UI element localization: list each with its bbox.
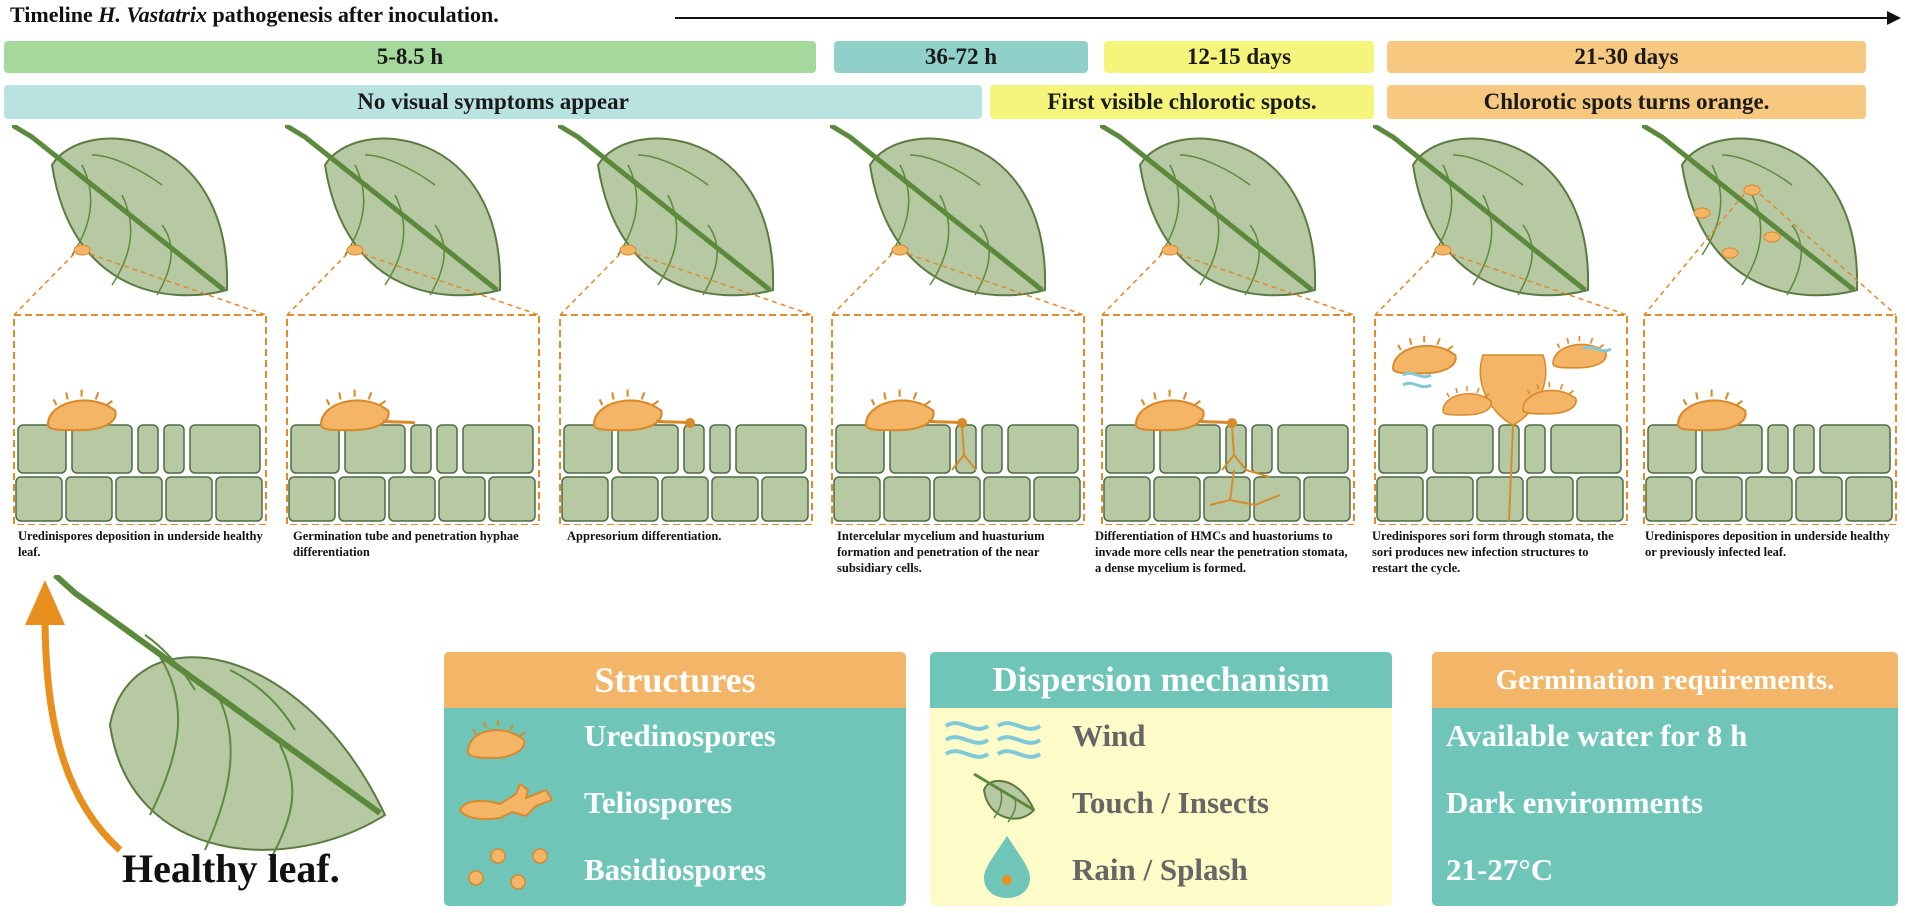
uredinospore-icon (466, 720, 526, 760)
dispersion-item-3: Rain / Splash (1072, 852, 1248, 887)
stage-panel-3 (558, 125, 813, 525)
dispersion-header: Dispersion mechanism (930, 652, 1392, 708)
germination-item-2: Dark environments (1446, 785, 1703, 820)
symptom-bar-3: Chlorotic spots turns orange. (1387, 85, 1866, 119)
healthy-leaf-label: Healthy leaf. (122, 846, 340, 891)
teliospore-icon (458, 782, 554, 820)
structures-header: Structures (444, 652, 906, 708)
stage-caption-2: Germination tube and penetration hyphae … (293, 529, 519, 559)
rain-drop-icon (984, 836, 1030, 898)
cycle-arrow (41, 614, 123, 853)
time-bar-4: 21-30 days (1387, 41, 1866, 73)
time-bar-3: 12-15 days (1104, 41, 1374, 73)
stage-caption-7: Uredinispores deposition in underside he… (1645, 529, 1890, 559)
healthy-leaf-illustration (25, 575, 387, 861)
title-species: H. Vastatrix (98, 2, 208, 27)
structures-item-2: Teliospores (584, 785, 733, 820)
dispersion-item-1: Wind (1072, 718, 1146, 753)
basidiospore-icon (468, 848, 548, 890)
timeline-title: Timeline H. Vastatrix pathogenesis after… (10, 2, 499, 28)
stage-caption-1: Uredinispores deposition in underside he… (18, 529, 263, 559)
title-suffix: pathogenesis after inoculation. (207, 2, 499, 27)
stage-caption-6: Uredinispores sori form through stomata,… (1372, 529, 1614, 575)
time-bar-1: 5-8.5 h (4, 41, 816, 73)
dispersion-item-2: Touch / Insects (1072, 785, 1269, 820)
stage-caption-5: Differentiation of HMCs and huastoriums … (1095, 529, 1348, 575)
healthy-leaf-blade (108, 656, 387, 851)
symptom-bar-2: First visible chlorotic spots. (990, 85, 1374, 119)
germination-item-1: Available water for 8 h (1446, 718, 1748, 753)
stage-panel-7 (1642, 125, 1897, 525)
germination-legend: Germination requirements. Available wate… (1432, 652, 1898, 906)
timeline-arrow (675, 11, 1901, 25)
time-bar-2: 36-72 h (834, 41, 1088, 73)
structures-item-1: Uredinospores (584, 718, 776, 753)
cycle-arrowhead (25, 580, 65, 625)
stage-panel-5 (1100, 125, 1355, 525)
structures-legend: Structures Uredinospores Teliospores Bas… (444, 652, 906, 906)
stage-panel-6 (1373, 125, 1628, 525)
germination-header: Germination requirements. (1432, 652, 1898, 708)
stage-panel-4 (830, 125, 1085, 525)
stage-caption-3: Appresorium differentiation. (567, 529, 722, 543)
symptom-bar-1: No visual symptoms appear (4, 85, 982, 119)
stage-panel-1 (12, 125, 267, 525)
healthy-leaf-midrib (52, 575, 382, 816)
wind-icon (944, 721, 1042, 759)
stage-panel-2 (285, 125, 540, 525)
structures-item-3: Basidiospores (584, 852, 767, 887)
stage-caption-4: Intercelular mycelium and huasturium for… (837, 529, 1045, 575)
germination-item-3: 21-27°C (1446, 852, 1554, 887)
dispersion-legend: Dispersion mechanism Wind Touch / Insect… (930, 652, 1392, 906)
title-prefix: Timeline (10, 2, 99, 27)
leaf-touch-icon (973, 772, 1036, 823)
